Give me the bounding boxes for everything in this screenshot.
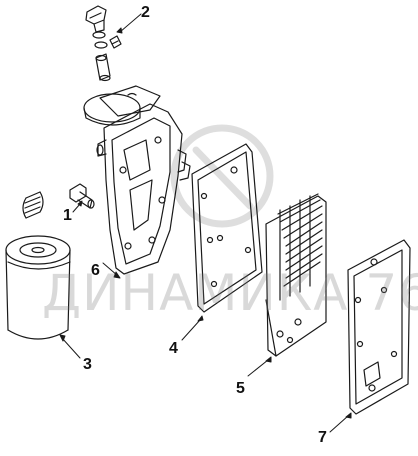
part-1-spring: [22, 191, 44, 219]
part-5-oil-cooler-core: [265, 193, 327, 357]
part-2-valve-assembly: [85, 5, 122, 82]
callout-3: 3: [83, 356, 92, 373]
callout-2: 2: [141, 4, 150, 21]
part-1-fitting: [69, 183, 95, 209]
part-6-filter-head-housing: [83, 85, 191, 275]
callout-5: 5: [236, 380, 245, 397]
watermark-ring-logo: [170, 124, 274, 228]
callout-4: 4: [169, 340, 178, 357]
part-4-gasket: [191, 143, 263, 313]
callout-1: 1: [63, 207, 72, 224]
part-7-rear-gasket: [347, 239, 411, 415]
part-3-oil-filter: [5, 235, 71, 340]
callout-7: 7: [318, 429, 327, 446]
watermark-text: ДИНАМИКА 76: [42, 264, 418, 322]
leader-lines: [59, 13, 352, 433]
callout-6: 6: [91, 262, 100, 279]
